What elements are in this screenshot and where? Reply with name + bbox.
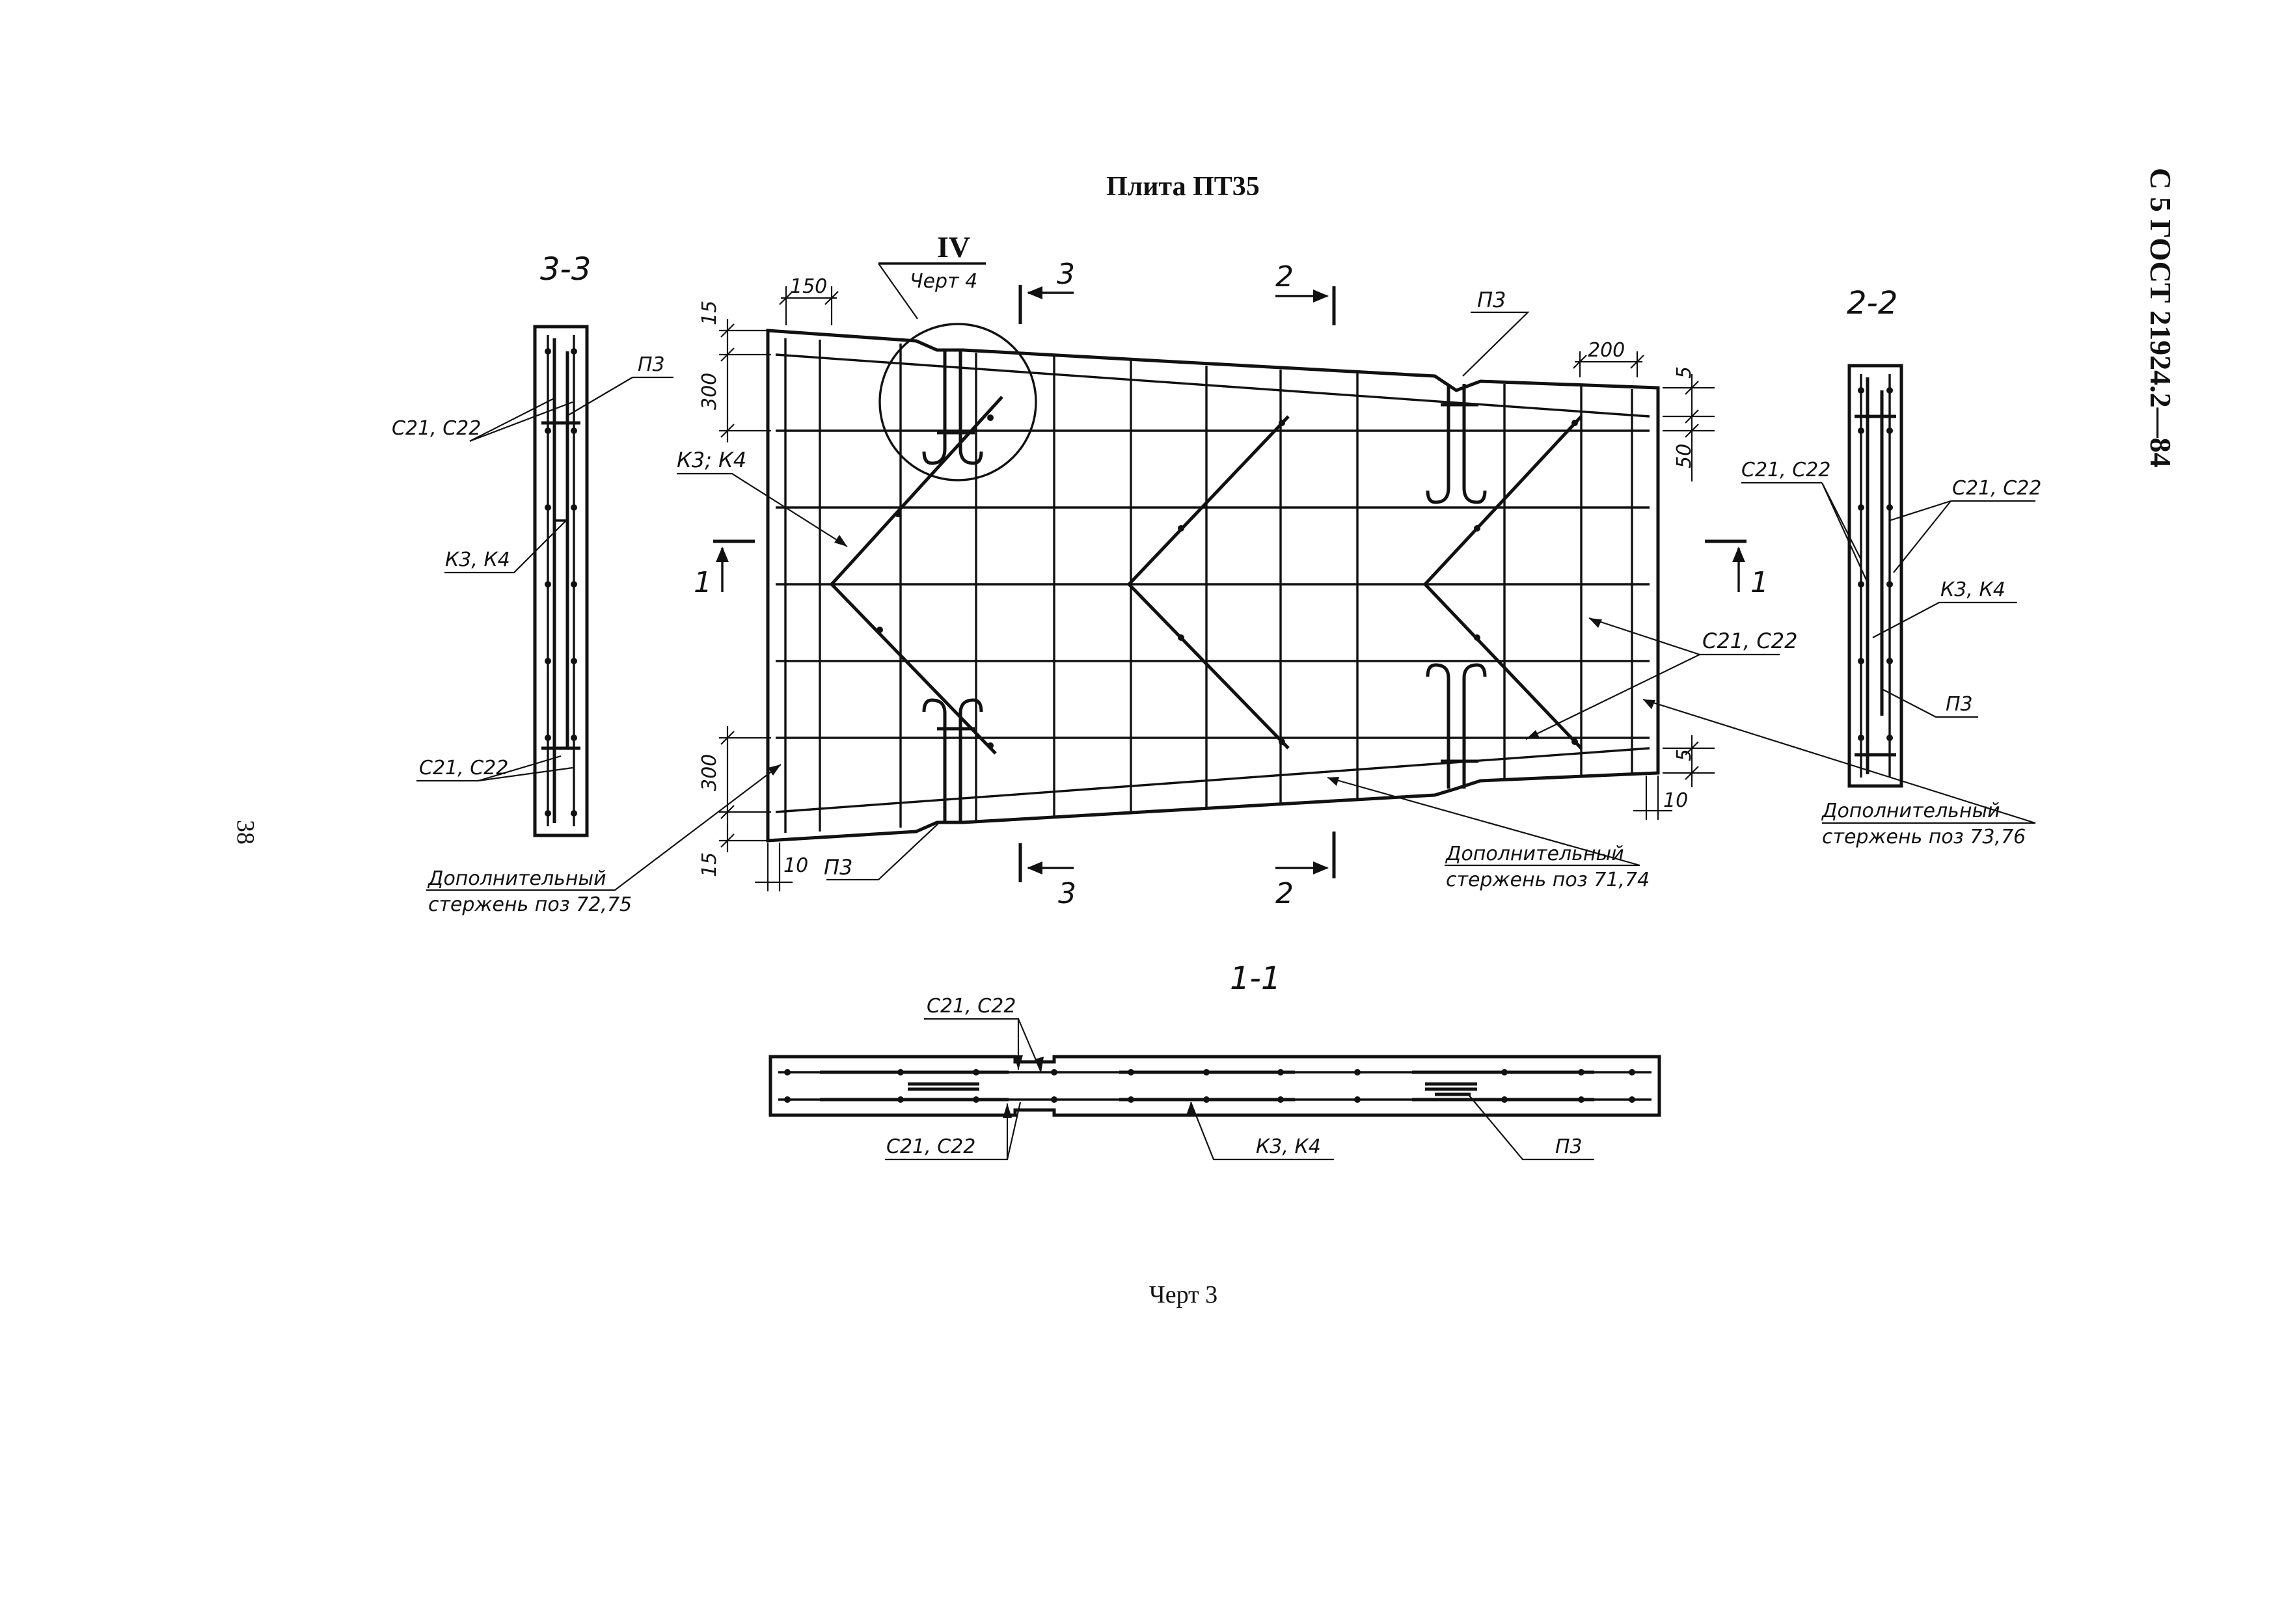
section-mark-3-bottom: 3 bbox=[1018, 843, 1076, 910]
label-extra-rod-mid-word: Дополнительный bbox=[1445, 843, 1624, 865]
dimension-10-left bbox=[755, 843, 793, 891]
dimension-10-left-label: 10 bbox=[783, 854, 808, 877]
label-p3-sec33: П3 bbox=[638, 353, 665, 376]
longitudinal-bars bbox=[775, 353, 1650, 813]
label-c21-c22-sec33-bottom: С21, С22 bbox=[419, 757, 508, 779]
dimension-200-label: 200 bbox=[1588, 339, 1625, 362]
label-k3-k4-plan: К3; К4 bbox=[677, 448, 746, 472]
dimension-150 bbox=[779, 286, 839, 325]
label-p3-sec11: П3 bbox=[1555, 1135, 1583, 1158]
plan-leader-arrowheads bbox=[768, 535, 1655, 786]
section-2-2-outline bbox=[1847, 364, 1903, 788]
svg-text:1: 1 bbox=[694, 566, 712, 599]
dimension-5-top: 5 bbox=[1673, 366, 1696, 379]
transverse-bars bbox=[784, 338, 1633, 833]
svg-text:3: 3 bbox=[1057, 258, 1075, 291]
detail-callout-circle bbox=[878, 323, 1037, 481]
dimension-15-bottom: 15 bbox=[698, 852, 721, 877]
lifting-loop-p3-top-right bbox=[1426, 384, 1487, 504]
section-1-1-title: 1-1 bbox=[1230, 960, 1281, 997]
dimension-200 bbox=[1573, 351, 1644, 377]
label-k3-k4-sec33: К3, К4 bbox=[445, 548, 510, 571]
section-1-1-outline bbox=[768, 1055, 1661, 1117]
section-1-1: 1-1 bbox=[768, 960, 1661, 1161]
frame-welds bbox=[877, 414, 1578, 749]
dimension-10-right-label: 10 bbox=[1663, 789, 1688, 812]
plan-leaders bbox=[426, 311, 2036, 891]
label-extra-rod-left-pos: стержень поз 72,75 bbox=[428, 893, 632, 916]
side-document-code: С 5 ГОСТ 21924.2—84 bbox=[2144, 168, 2177, 468]
label-c21-c22-sec11-bottom: С21, С22 bbox=[886, 1135, 975, 1158]
section-mark-1-right: 1 bbox=[1705, 539, 1769, 599]
drawing-title: Плита ПТ35 bbox=[1106, 172, 1260, 202]
page-number: 38 bbox=[232, 820, 259, 845]
section-2-2-title: 2-2 bbox=[1847, 285, 1897, 321]
label-extra-rod-left-word: Дополнительный bbox=[427, 867, 606, 890]
lifting-loop-p3-bottom-right bbox=[1426, 663, 1487, 789]
dimension-50: 50 bbox=[1673, 444, 1696, 468]
section-3-3: 3-3 bbox=[392, 251, 673, 837]
dimension-300-top: 300 bbox=[698, 373, 721, 410]
dimension-150-label: 150 bbox=[790, 275, 827, 298]
slab-plan-view: IV Черт 4 3 3 2 2 bbox=[426, 230, 2036, 916]
dimension-chain-left bbox=[719, 319, 771, 852]
section-mark-2-top: 2 bbox=[1275, 260, 1336, 325]
figure-caption: Черт 3 bbox=[1149, 1281, 1217, 1308]
svg-text:2: 2 bbox=[1275, 260, 1294, 293]
svg-text:1: 1 bbox=[1750, 566, 1769, 599]
dimension-15-top: 15 bbox=[698, 301, 721, 325]
section-mark-2-bottom: 2 bbox=[1275, 832, 1336, 910]
section-3-3-title: 3-3 bbox=[540, 251, 591, 288]
detail-reference: Черт 4 bbox=[910, 270, 977, 293]
label-c21-c22-sec33-top: С21, С22 bbox=[392, 417, 481, 440]
section-mark-3-top: 3 bbox=[1018, 258, 1075, 324]
dimension-300-bottom: 300 bbox=[698, 754, 721, 791]
section-mark-1-left: 1 bbox=[694, 539, 755, 599]
label-c21-c22-sec22-left: С21, С22 bbox=[1741, 459, 1830, 481]
section-3-3-outline bbox=[533, 325, 589, 837]
section-2-2: 2-2 С21, С2 bbox=[1741, 285, 2041, 788]
label-p3-top-right: П3 bbox=[1477, 288, 1506, 312]
lifting-loop-p3-top-left bbox=[922, 350, 983, 465]
label-k3-k4-sec11: К3, К4 bbox=[1256, 1135, 1321, 1158]
frame-k3-k4 bbox=[829, 396, 1583, 755]
dimension-5-bottom: 5 bbox=[1673, 749, 1696, 761]
slab-outline bbox=[766, 329, 1660, 843]
lifting-loop-p3-bottom-left bbox=[922, 698, 983, 822]
label-c21-c22-plan: С21, С22 bbox=[1702, 629, 1797, 653]
label-extra-rod-right-pos: стержень поз 73,76 bbox=[1822, 826, 2026, 848]
svg-text:2: 2 bbox=[1275, 877, 1294, 910]
label-extra-rod-right-word: Дополнительный bbox=[1821, 800, 2000, 822]
label-c21-c22-sec11-top: С21, С22 bbox=[927, 995, 1016, 1018]
label-extra-rod-mid-pos: стержень поз 71,74 bbox=[1446, 869, 1650, 891]
detail-numeral: IV bbox=[937, 230, 970, 264]
svg-text:3: 3 bbox=[1058, 877, 1076, 910]
label-p3-bottom-left: П3 bbox=[824, 855, 852, 880]
dimension-chain-right bbox=[1663, 374, 1715, 787]
label-c21-c22-sec22-right: С21, С22 bbox=[1952, 477, 2041, 500]
label-p3-sec22: П3 bbox=[1946, 693, 1973, 716]
dimension-10-right bbox=[1633, 776, 1672, 820]
label-k3-k4-sec22: К3, К4 bbox=[1940, 578, 2005, 601]
